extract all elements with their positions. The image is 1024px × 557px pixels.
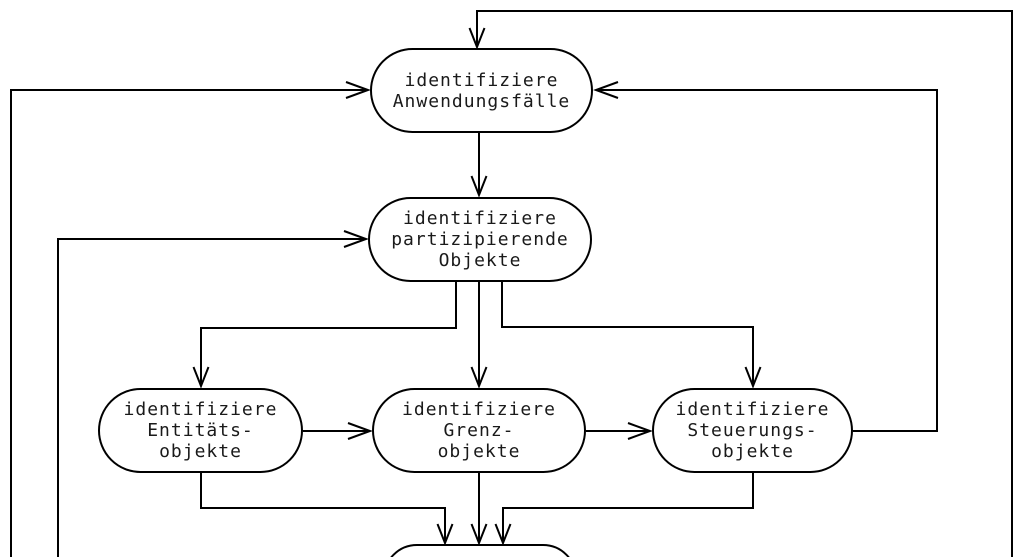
node-identifiziere-steuerungsobjekte: identifiziere Steuerungs- objekte (652, 388, 853, 473)
edge-participating-entity-line (200, 281, 457, 386)
label-line: Objekte (438, 250, 522, 271)
node-label: identifiziere Steuerungs- objekte (676, 399, 830, 462)
edge-leftouter-usecases-line (10, 89, 368, 557)
edge-toploop-arrowhead (468, 27, 486, 50)
label-line: Grenz- (443, 420, 515, 441)
edge-entity-bottom-line (200, 473, 446, 543)
label-line: objekte (437, 441, 521, 462)
label-line: Anwendungsfälle (392, 90, 571, 112)
edge-control-usecases-arrowhead (593, 81, 619, 99)
node-label: identifiziere Anwendungsfälle (393, 70, 571, 112)
edge-usecases-participating-arrowhead (470, 175, 488, 198)
label-line: identifiziere (402, 399, 556, 420)
edge-boundary-control-arrowhead (627, 422, 653, 440)
edge-control-bottom-arrowhead (494, 523, 512, 546)
edge-leftouter-usecases-arrowhead (345, 81, 371, 99)
node-bottom-partial (383, 544, 577, 557)
node-label: identifiziere partizipierende Objekte (391, 208, 569, 271)
node-identifiziere-partizipierende-objekte: identifiziere partizipierende Objekte (368, 197, 592, 282)
label-line: identifiziere (675, 399, 830, 420)
edge-control-usecases-line (596, 89, 938, 432)
node-label: identifiziere Entitäts- objekte (124, 399, 278, 462)
edge-entity-boundary-arrowhead (347, 422, 373, 440)
label-line: Steuerungs- (687, 420, 818, 441)
label-line: Entitäts- (147, 420, 254, 441)
label-line: identifiziere (403, 208, 557, 229)
edge-leftinner-participating-arrowhead (343, 230, 369, 248)
edge-participating-control-arrowhead (744, 366, 762, 389)
label-line: identifiziere (404, 69, 559, 91)
edge-participating-control-line (501, 281, 754, 386)
edge-participating-entity-arrowhead (192, 366, 210, 389)
label-line: partizipierende (391, 229, 569, 250)
node-identifiziere-grenzobjekte: identifiziere Grenz- objekte (372, 388, 586, 473)
node-identifiziere-anwendungsfaelle: identifiziere Anwendungsfälle (370, 48, 593, 133)
node-label: identifiziere Grenz- objekte (402, 399, 556, 462)
label-line: objekte (159, 441, 242, 462)
edge-control-bottom-line (502, 473, 754, 543)
edge-leftinner-participating-line (57, 238, 366, 557)
label-line: identifiziere (123, 399, 278, 420)
edge-toploop-line (476, 10, 1013, 557)
edge-entity-bottom-arrowhead (436, 523, 454, 546)
edge-boundary-bottom-arrowhead (470, 523, 488, 546)
label-line: objekte (711, 441, 794, 462)
node-identifiziere-entitaetsobjekte: identifiziere Entitäts- objekte (98, 388, 303, 473)
edge-participating-boundary-arrowhead (470, 366, 488, 389)
